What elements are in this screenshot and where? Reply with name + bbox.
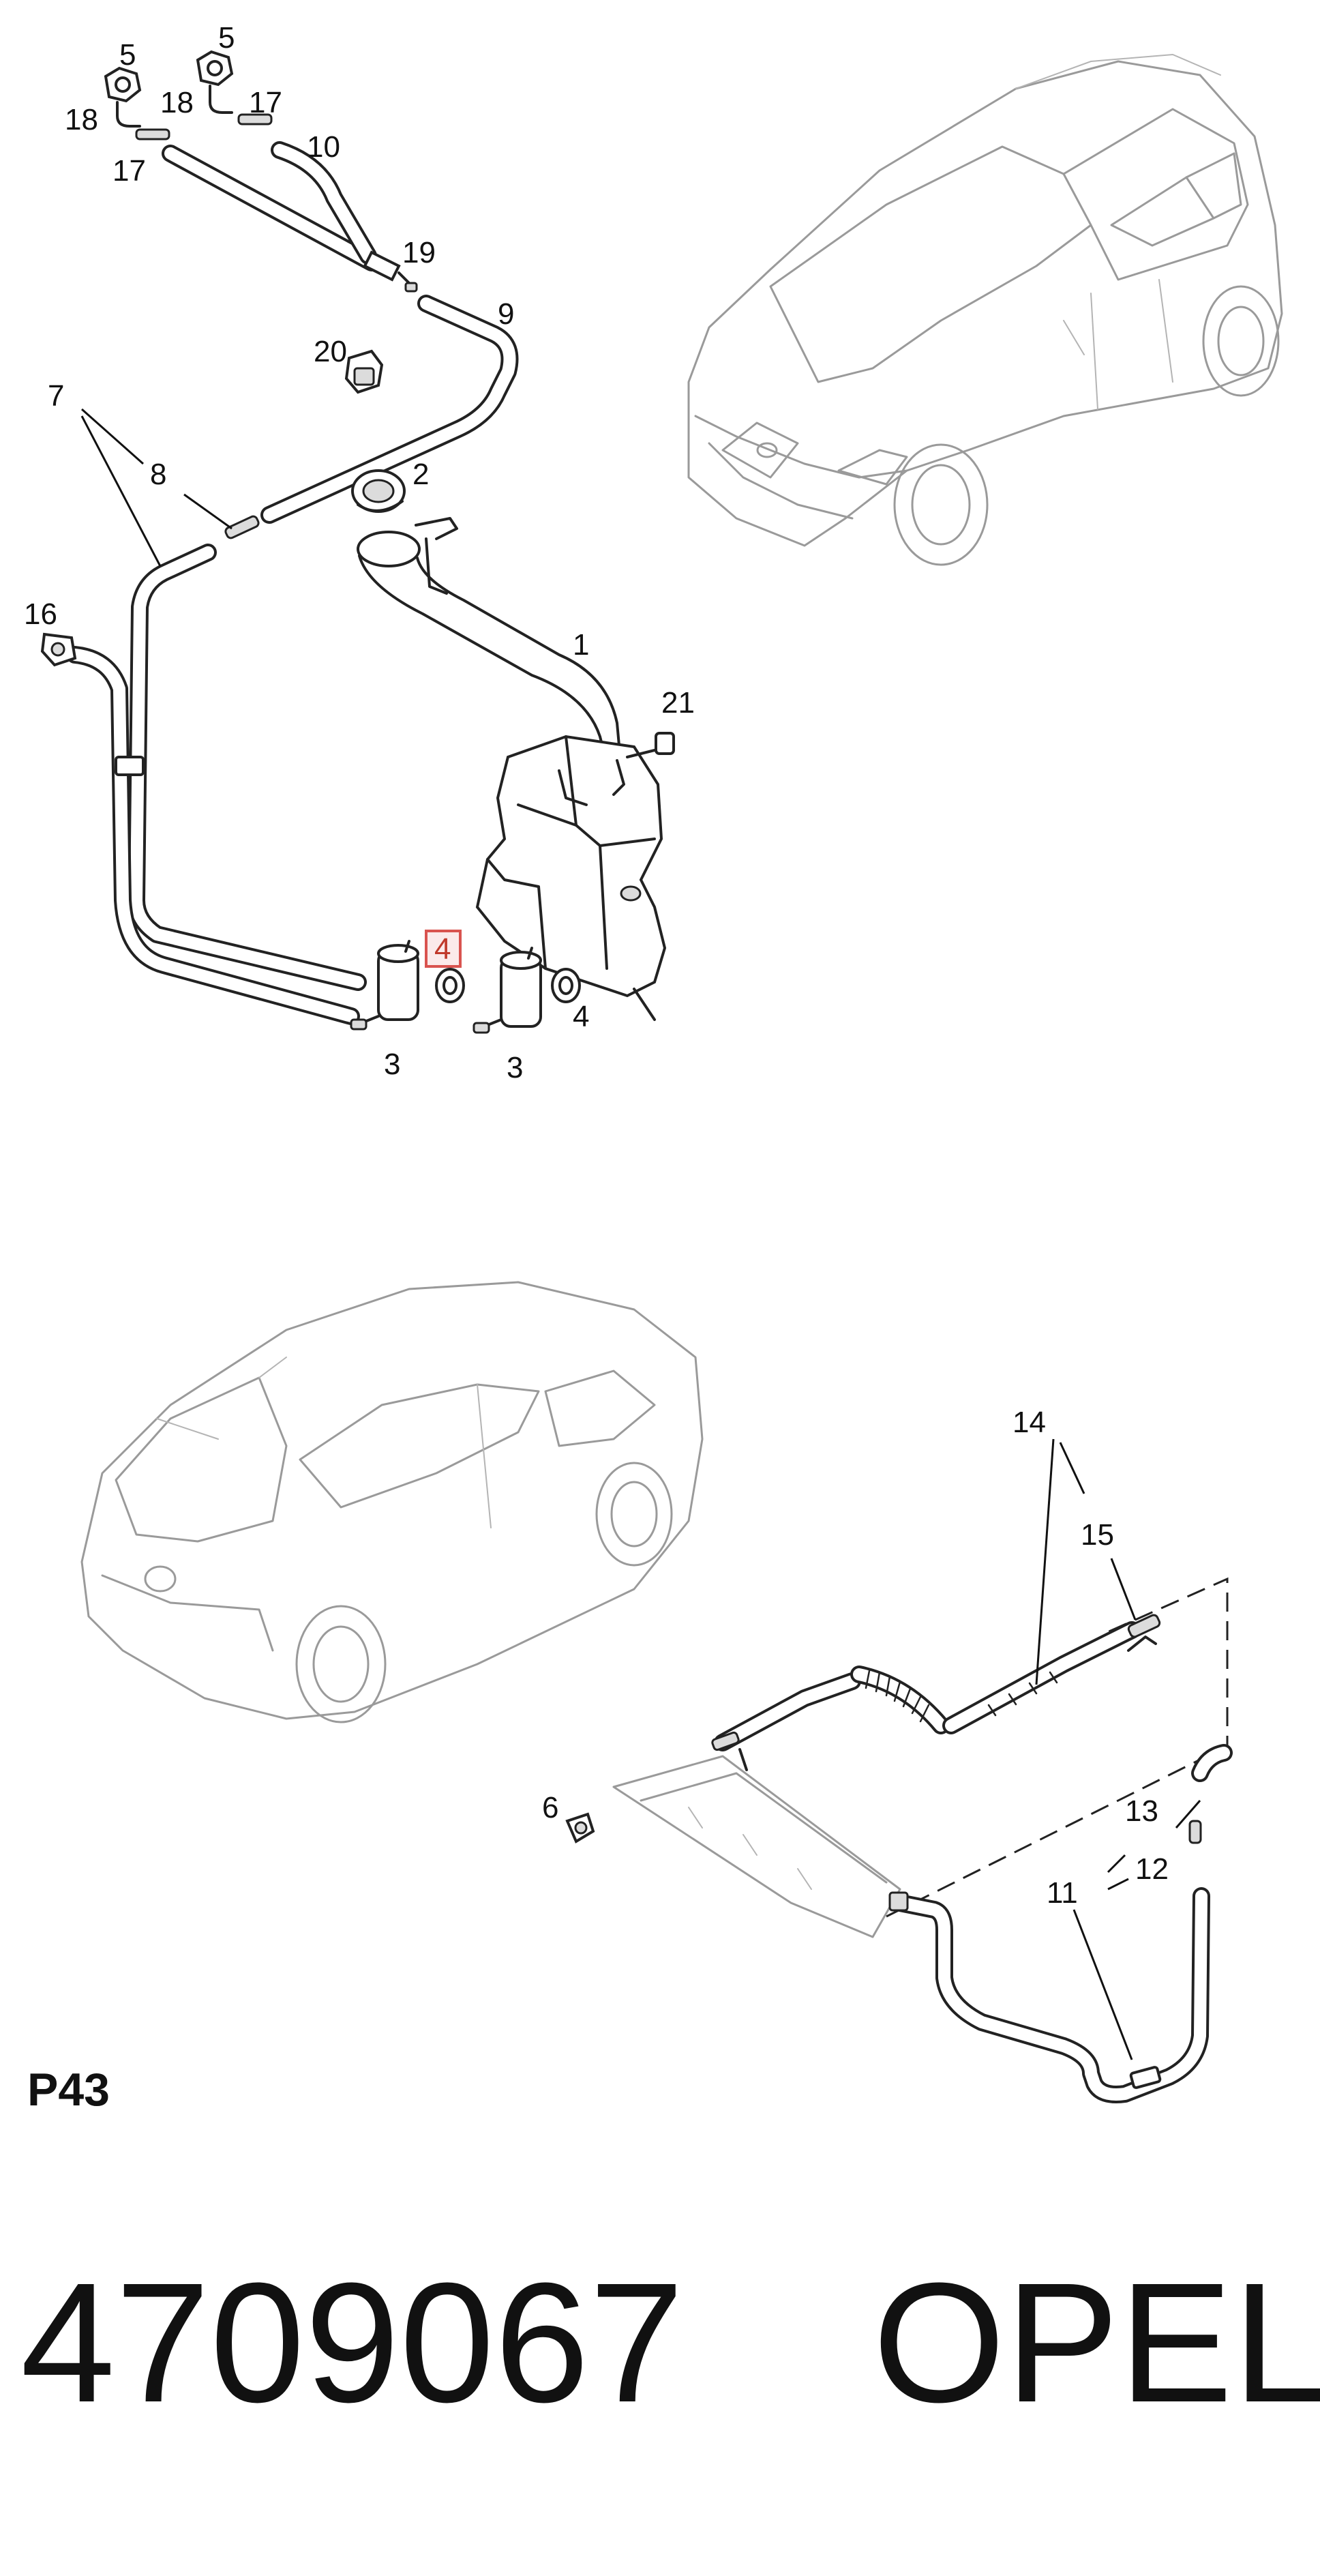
callout-14[interactable]: 14 bbox=[1012, 1406, 1046, 1439]
rear-washer-parts bbox=[565, 1577, 1233, 2103]
callout-9[interactable]: 9 bbox=[498, 297, 514, 331]
callout-10[interactable]: 10 bbox=[307, 130, 340, 164]
part-number: 4709067 bbox=[20, 2247, 685, 2438]
leader-lines bbox=[80, 408, 1201, 2060]
highlight-box bbox=[425, 930, 462, 968]
reservoir-filler-neck bbox=[357, 517, 622, 765]
diagram-code-label: P43 bbox=[27, 2064, 110, 2116]
callout-11[interactable]: 11 bbox=[1047, 1876, 1078, 1910]
pump-grommet-left bbox=[435, 968, 465, 1003]
pump-hose-outer bbox=[127, 544, 367, 991]
washer-pump-left bbox=[350, 940, 419, 1031]
callout-2[interactable]: 2 bbox=[412, 458, 429, 491]
inline-connector bbox=[224, 515, 260, 539]
rear-hose-fitting bbox=[1127, 1614, 1161, 1652]
washer-nozzle-right bbox=[196, 50, 234, 87]
rear-spoiler bbox=[612, 1755, 901, 1938]
rear-inline-connector bbox=[1188, 1820, 1202, 1844]
hose-connector-17a bbox=[135, 128, 170, 140]
callout-17-right[interactable]: 17 bbox=[249, 86, 282, 119]
callout-16[interactable]: 16 bbox=[24, 597, 57, 631]
elbow-connector-left bbox=[116, 101, 141, 128]
callout-8[interactable]: 8 bbox=[150, 458, 166, 491]
rear-nozzle-end bbox=[711, 1731, 748, 1771]
callout-6[interactable]: 6 bbox=[542, 1791, 558, 1824]
callout-12[interactable]: 12 bbox=[1135, 1852, 1169, 1886]
rear-car-illustration bbox=[80, 1281, 704, 1723]
callout-4-right[interactable]: 4 bbox=[573, 1000, 589, 1033]
spoiler-clip bbox=[565, 1812, 595, 1844]
callout-3-left[interactable]: 3 bbox=[384, 1048, 400, 1081]
hose-clip bbox=[344, 349, 384, 394]
callout-1[interactable]: 1 bbox=[573, 628, 589, 662]
callout-7[interactable]: 7 bbox=[48, 379, 64, 413]
callout-5-left[interactable]: 5 bbox=[119, 38, 136, 72]
corrugated-sleeve bbox=[850, 1665, 950, 1734]
pump-grommet-right bbox=[551, 968, 581, 1003]
washer-pump-right bbox=[472, 947, 542, 1034]
elbow-connector-right bbox=[209, 85, 233, 114]
callout-18-right[interactable]: 18 bbox=[160, 86, 194, 119]
callout-18-left[interactable]: 18 bbox=[65, 103, 98, 136]
callouts: 5 5 18 18 17 17 10 19 9 20 7 8 2 16 1 21… bbox=[24, 21, 1169, 1910]
hose-fitting bbox=[40, 632, 77, 667]
callout-3-right[interactable]: 3 bbox=[507, 1051, 523, 1084]
hose-connector-17b bbox=[237, 113, 273, 125]
washer-fluid-reservoir bbox=[475, 735, 667, 1021]
callout-5-right[interactable]: 5 bbox=[218, 21, 235, 55]
callout-19[interactable]: 19 bbox=[402, 236, 436, 269]
front-car-illustration bbox=[687, 53, 1283, 566]
callout-20[interactable]: 20 bbox=[314, 335, 347, 368]
rear-elbow bbox=[1191, 1744, 1233, 1782]
washer-nozzle-left bbox=[104, 66, 142, 103]
t-connector bbox=[363, 250, 418, 293]
reservoir-cap bbox=[351, 469, 406, 513]
front-washer-parts bbox=[40, 50, 675, 1034]
callout-21[interactable]: 21 bbox=[661, 686, 695, 720]
mounting-bolt bbox=[626, 732, 675, 758]
callout-15[interactable]: 15 bbox=[1081, 1518, 1114, 1552]
callout-17-left[interactable]: 17 bbox=[112, 154, 146, 188]
callout-4-highlighted[interactable]: 4 bbox=[434, 932, 451, 966]
callout-13[interactable]: 13 bbox=[1125, 1794, 1158, 1828]
brand-name: OPEL bbox=[873, 2247, 1320, 2438]
